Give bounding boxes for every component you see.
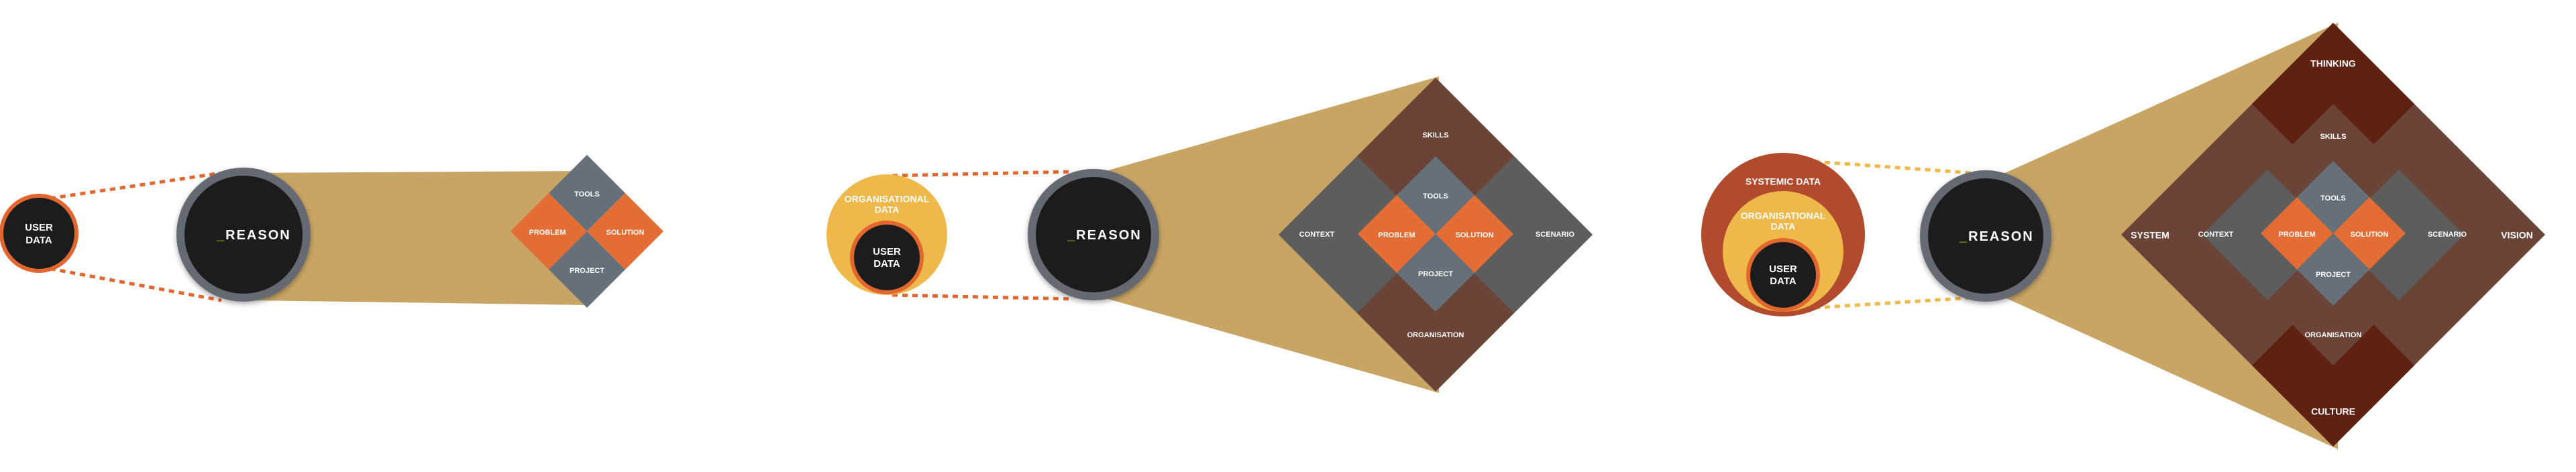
panel1-reason-circle: [176, 168, 311, 302]
panel3-org-data-line2: DATA: [1771, 221, 1796, 232]
panel2-reason-logo: _REASON: [1067, 228, 1142, 243]
panel3-skills-label: SKILLS: [2320, 133, 2346, 141]
panel1-tools-label: TOOLS: [574, 190, 600, 198]
panel1-problem-label: PROBLEM: [529, 229, 566, 237]
reason-logo-rest: EASON: [1087, 228, 1142, 243]
panel2-project-diamond: [1397, 234, 1474, 312]
panel3-connector-bottom: [1804, 296, 1973, 310]
panel-1: USER DATA _REASON TOOLS PROBLEM SOLUTION…: [0, 155, 663, 308]
panel2-diamonds: SKILLS TOOLS CONTEXT PROBLEM SOLUTION SC…: [1279, 78, 1593, 392]
panel2-user-data-circle: USER DATA: [850, 221, 924, 294]
panel1-connector-top: [40, 171, 222, 202]
panel3-org-data-line1: ORGANISATIONAL: [1741, 211, 1826, 221]
reason-logo-prefix: R: [1076, 228, 1087, 243]
panel1-user-data-circle: USER DATA: [0, 194, 78, 273]
panel1-cone: [248, 171, 587, 305]
panel3-connector-top: [1804, 159, 1973, 175]
panel3-system-label: SYSTEM: [2131, 230, 2169, 241]
panel3-problem-label: PROBLEM: [2279, 231, 2316, 239]
panel1-project-diamond: [549, 231, 625, 308]
svg-text:_REASON: _REASON: [216, 228, 291, 243]
panel1-project-label: PROJECT: [570, 267, 604, 275]
panel3-user-data-circle: USER DATA: [1746, 238, 1820, 312]
panel3-solution-label: SOLUTION: [2351, 231, 2389, 239]
panel1-user-data-line2: DATA: [25, 235, 52, 246]
reason-logo-mark: _: [1959, 229, 1968, 244]
panel3-diamonds: THINKING SKILLS TOOLS SYSTEM CONTEXT PRO…: [2121, 23, 2545, 447]
panel-2: ORGANISATIONAL DATA USER DATA _REASON SK…: [826, 76, 1593, 393]
svg-text:_REASON: _REASON: [1959, 229, 2034, 244]
panel2-connector-bottom: [892, 293, 1074, 301]
panel3-context-label: CONTEXT: [2198, 231, 2234, 239]
panel2-user-data-line2: DATA: [873, 258, 900, 270]
panel-3: SYSTEMIC DATA ORGANISATIONAL DATA USER D…: [1701, 23, 2545, 449]
panel2-cone: [1104, 76, 1439, 393]
panel1-user-data-line1: USER: [25, 222, 53, 233]
reason-logo-mark: _: [1067, 228, 1076, 243]
panel2-scenario-label: SCENARIO: [1536, 231, 1575, 239]
panel1-solution-label: SOLUTION: [606, 229, 645, 237]
panel3-systemic-data-label: SYSTEMIC DATA: [1746, 176, 1821, 187]
panel3-vision-label: VISION: [2501, 230, 2532, 241]
panel2-organisation-diamond: [1357, 235, 1514, 392]
panel3-reason-circle: [1920, 170, 2051, 302]
svg-text:_REASON: _REASON: [1067, 228, 1142, 243]
reason-logo-rest: EASON: [1980, 229, 2034, 244]
reason-logo-rest: EASON: [237, 228, 291, 243]
panel2-org-data-line2: DATA: [875, 204, 900, 215]
reason-logo-prefix: R: [225, 228, 236, 243]
reason-logo-mark: _: [216, 228, 225, 243]
panel2-tools-label: TOOLS: [1423, 192, 1448, 200]
panel2-reason-circle: [1028, 169, 1159, 300]
panel3-thinking-label: THINKING: [2310, 58, 2356, 69]
panel3-project-diamond: [2297, 233, 2369, 306]
panel2-connector-top: [892, 170, 1074, 178]
panel1-connector-bottom: [40, 265, 222, 302]
panel3-tools-label: TOOLS: [2320, 194, 2346, 202]
panel3-project-label: PROJECT: [2316, 271, 2351, 279]
panel2-context-label: CONTEXT: [1299, 231, 1335, 239]
panel1-diamonds: TOOLS PROBLEM SOLUTION PROJECT: [511, 155, 663, 308]
panel3-culture-label: CULTURE: [2311, 406, 2355, 417]
panel2-project-label: PROJECT: [1418, 270, 1453, 278]
panel2-problem-label: PROBLEM: [1379, 231, 1415, 239]
panel2-organisation-label: ORGANISATION: [1407, 331, 1464, 339]
panel2-org-data-line1: ORGANISATIONAL: [845, 194, 930, 204]
panel1-reason-logo: _REASON: [216, 228, 291, 243]
panel3-organisation-label: ORGANISATION: [2305, 331, 2362, 339]
panel3-scenario-label: SCENARIO: [2428, 231, 2467, 239]
panel2-user-data-line1: USER: [873, 246, 901, 257]
reason-logo-prefix: R: [1968, 229, 1979, 244]
panel3-user-data-line1: USER: [1769, 263, 1797, 275]
panel2-skills-label: SKILLS: [1422, 131, 1448, 139]
panel3-user-data-line2: DATA: [1770, 276, 1796, 287]
panel3-reason-logo: _REASON: [1959, 229, 2034, 244]
panel2-solution-label: SOLUTION: [1456, 231, 1494, 239]
